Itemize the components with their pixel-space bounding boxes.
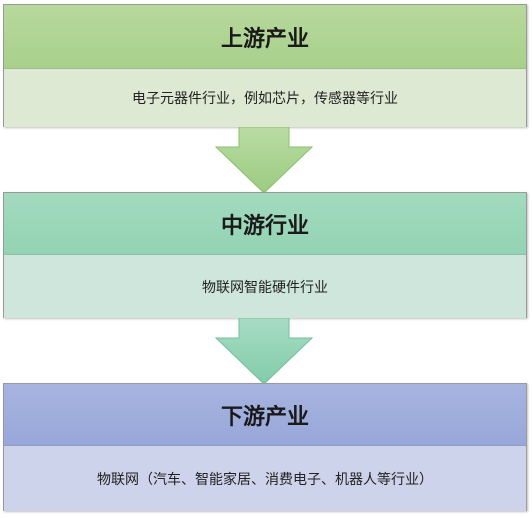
midstream-industry-block: 中游行业 物联网智能硬件行业 <box>3 192 527 318</box>
midstream-industry-title: 中游行业 <box>4 193 526 255</box>
downstream-industry-block: 下游产业 物联网（汽车、智能家居、消费电子、机器人等行业） <box>3 383 527 511</box>
down-arrow-icon <box>214 127 314 193</box>
downstream-industry-title: 下游产业 <box>4 384 526 446</box>
upstream-industry-title: 上游产业 <box>4 5 526 69</box>
upstream-industry-description: 电子元器件行业，例如芯片，传感器等行业 <box>4 69 526 127</box>
down-arrow-icon <box>214 318 314 384</box>
downstream-industry-description: 物联网（汽车、智能家居、消费电子、机器人等行业） <box>4 446 526 511</box>
midstream-industry-description: 物联网智能硬件行业 <box>4 255 526 318</box>
upstream-industry-block: 上游产业 电子元器件行业，例如芯片，传感器等行业 <box>3 4 527 127</box>
